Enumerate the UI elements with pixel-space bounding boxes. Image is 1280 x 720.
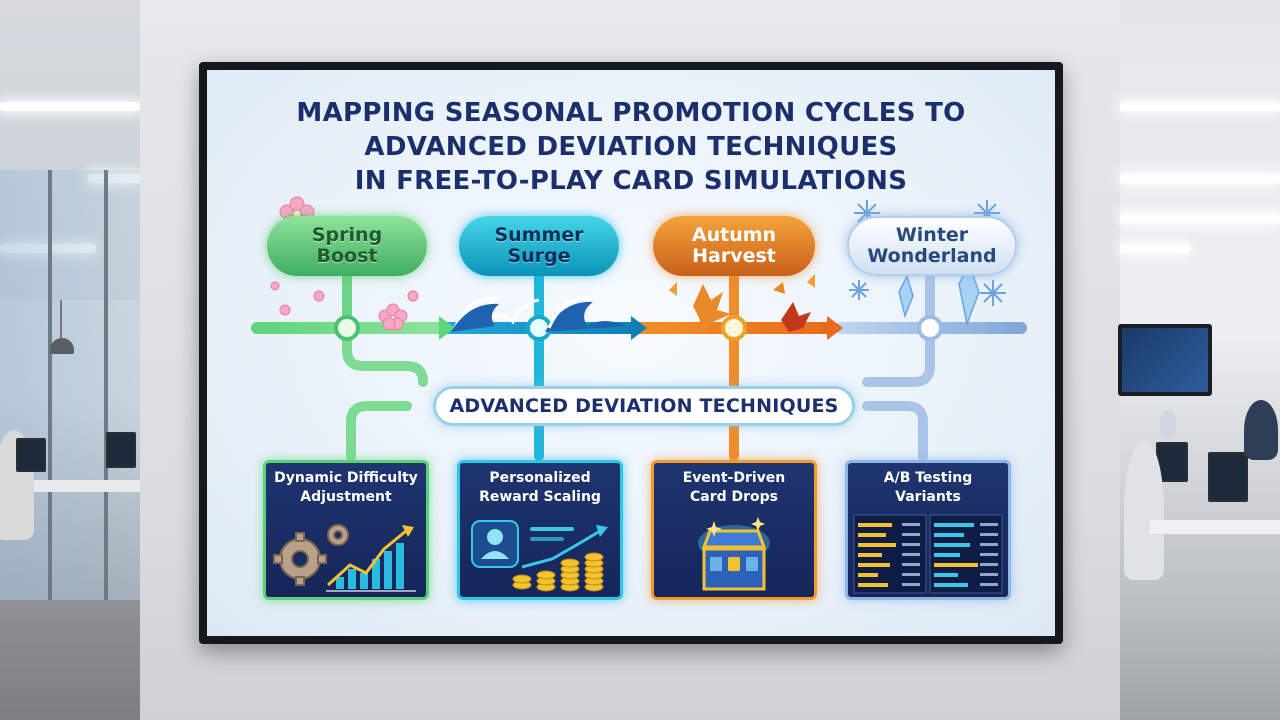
infographic-title: MAPPING SEASONAL PROMOTION CYCLES TO ADV… [207, 96, 1055, 198]
glass-partition [0, 170, 150, 610]
season-name: Surge [507, 245, 571, 267]
desktop-monitor [106, 432, 136, 468]
desk [1150, 520, 1280, 534]
comparison-table-icon [853, 514, 1003, 594]
snowflake-icon [849, 200, 1006, 306]
technique-title-line: Personalized [489, 470, 591, 486]
glass-mullion [104, 170, 108, 610]
technique-card-personalized-reward: Personalized Reward Scaling [457, 460, 623, 600]
flow-pipes [251, 196, 1027, 461]
technique-card-dynamic-difficulty: Dynamic Difficulty Adjustment [263, 460, 429, 600]
technique-title-line: Variants [895, 489, 961, 505]
title-line: MAPPING SEASONAL PROMOTION CYCLES TO [296, 98, 966, 128]
ice-crystal-icon [898, 262, 980, 327]
technique-title: Event-Driven Card Drops [654, 469, 814, 507]
avatar-icon [471, 520, 608, 592]
technique-title-line: Adjustment [300, 489, 392, 505]
season-name: Wonderland [867, 245, 997, 267]
technique-title-line: Reward Scaling [479, 489, 601, 505]
treasure-chest-icon [698, 517, 770, 591]
glass-mullion [48, 170, 52, 610]
ceiling-light [1120, 244, 1190, 253]
ceiling-light [0, 102, 140, 111]
growth-chart-icon [326, 525, 416, 592]
ceiling-light [1120, 174, 1280, 183]
title-line: IN FREE-TO-PLAY CARD SIMULATIONS [354, 166, 908, 196]
wave-icon [451, 296, 627, 332]
technique-title-line: Event-Driven [682, 470, 786, 486]
title-line: ADVANCED DEVIATION TECHNIQUES [364, 132, 898, 162]
coin-stack-icon [512, 552, 604, 592]
technique-card-ab-testing: A/B Testing Variants [845, 460, 1011, 600]
timeline-nodes [334, 315, 943, 341]
office-worker [1244, 400, 1278, 460]
technique-title-line: Card Drops [689, 489, 779, 505]
office-worker [1124, 440, 1164, 580]
season-name: Summer [494, 224, 584, 246]
pendant-lamp-cord [60, 300, 62, 340]
technique-title: Personalized Reward Scaling [460, 469, 620, 507]
season-name: Spring [311, 224, 383, 246]
infographic: MAPPING SEASONAL PROMOTION CYCLES TO ADV… [207, 70, 1055, 636]
season-name: Boost [316, 245, 378, 267]
ceiling-light [1120, 102, 1280, 111]
technique-title: Dynamic Difficulty Adjustment [266, 469, 426, 507]
technique-card-event-driven-drops: Event-Driven Card Drops [651, 460, 817, 600]
pendant-lamp [50, 338, 74, 354]
technique-title: A/B Testing Variants [848, 469, 1008, 507]
technique-title-line: Dynamic Difficulty [274, 470, 418, 486]
desk [0, 480, 150, 492]
ceiling-light [1120, 214, 1280, 223]
season-timeline [251, 316, 1027, 340]
maple-leaf-icon [669, 274, 815, 332]
season-name: Harvest [692, 245, 776, 267]
techniques-banner: ADVANCED DEVIATION TECHNIQUES [433, 386, 855, 426]
technique-title-line: A/B Testing [883, 470, 973, 486]
season-name: Autumn [691, 224, 777, 246]
display-screen: MAPPING SEASONAL PROMOTION CYCLES TO ADV… [199, 62, 1063, 644]
gear-icon [273, 524, 416, 592]
season-name: Winter [895, 224, 969, 246]
desktop-monitor [16, 438, 46, 472]
office-worker [1160, 410, 1176, 440]
desktop-monitor [1208, 452, 1248, 502]
wall-monitor [1118, 324, 1212, 396]
